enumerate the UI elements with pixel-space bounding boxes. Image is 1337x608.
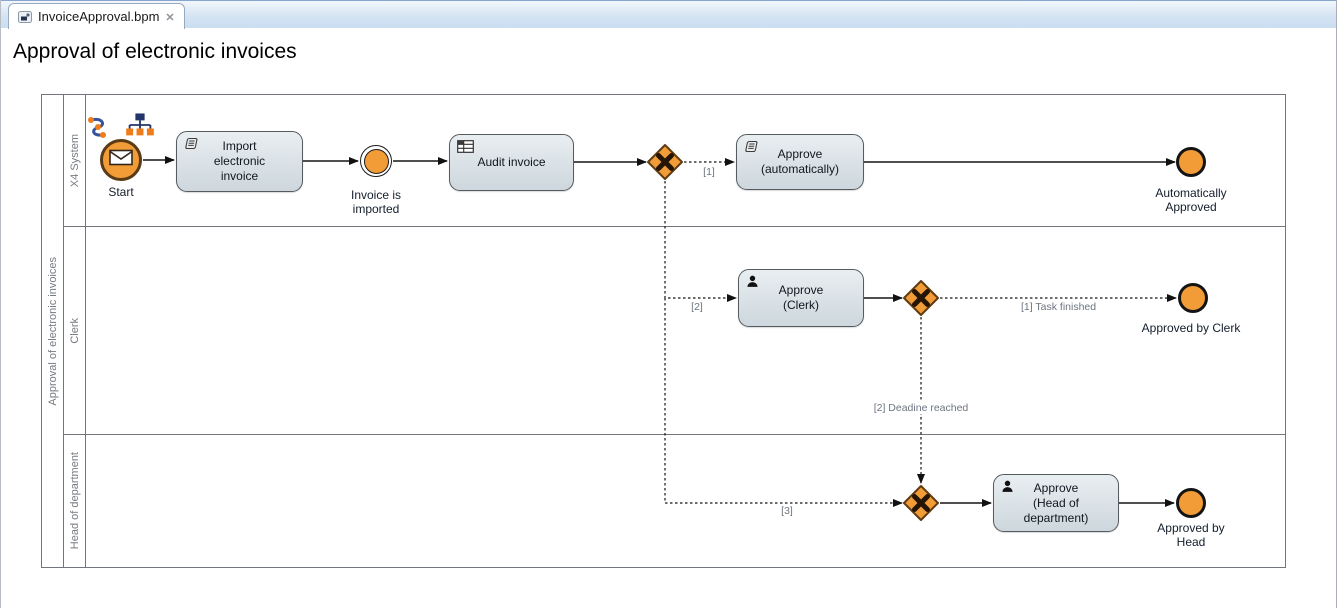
xor-gateway-main[interactable] [645,142,685,187]
edge-label-task-finished: [1] Task finished [1021,301,1097,313]
lane-x4-system-label[interactable]: X4 System [64,95,86,226]
user-icon [1001,480,1014,498]
start-event-label: Start [108,185,134,199]
lane-head-of-department[interactable]: Head of department [64,435,1285,567]
lane-head-of-department-label[interactable]: Head of department [64,435,86,567]
xor-gateway-clerk[interactable] [901,278,941,323]
tab-invoiceapproval[interactable]: InvoiceApproval.bpm [8,3,185,29]
end-event-approved-by-head[interactable] [1176,488,1206,518]
task-approve-automatically[interactable]: Approve (automatically) [736,134,864,190]
task-label: Approve (automatically) [760,147,840,176]
pool-label[interactable]: Approval of electronic invoices [42,95,64,567]
task-import-electronic-invoice[interactable]: Import electronic invoice [176,131,303,192]
task-label: Approve (Head of department) [1023,480,1089,525]
envelope-icon [109,149,133,171]
intermediate-event-invoice-imported[interactable] [360,145,392,177]
task-approve-clerk[interactable]: Approve (Clerk) [738,269,864,327]
script-icon [744,140,759,158]
end-event-label: Automatically Approved [1155,186,1227,215]
end-event-label: Approved by Clerk [1141,321,1241,335]
flow-squiggle-icon [86,113,114,146]
start-event[interactable] [100,139,142,181]
task-approve-head-of-department[interactable]: Approve (Head of department) [993,474,1119,532]
intermediate-event-ring [363,148,389,174]
task-label: Audit invoice [477,155,546,169]
bpm-file-icon [18,10,32,23]
page-title: Approval of electronic invoices [13,40,297,63]
task-audit-invoice[interactable]: Audit invoice [449,134,574,191]
table-icon [457,140,474,158]
editor-tab-bar: InvoiceApproval.bpm [1,0,1336,29]
edge-label-deadline-reached: [2] Deadine reached [846,402,996,414]
task-label: Approve (Clerk) [778,283,824,312]
lane-clerk-label[interactable]: Clerk [64,227,86,434]
end-event-label: Approved by Head [1157,521,1225,550]
intermediate-event-label: Invoice is imported [350,188,402,217]
end-event-automatically-approved[interactable] [1176,147,1206,177]
task-label: Import electronic invoice [213,139,266,183]
end-event-approved-by-clerk[interactable] [1178,283,1208,313]
edge-label-1: [1] [703,166,715,178]
user-icon [746,275,759,293]
xor-gateway-head[interactable] [901,483,941,528]
edge-label-3: [3] [781,505,793,517]
tab-title: InvoiceApproval.bpm [38,9,160,24]
script-icon [184,137,199,155]
edge-label-2: [2] [691,301,703,313]
org-chart-icon [125,112,155,143]
